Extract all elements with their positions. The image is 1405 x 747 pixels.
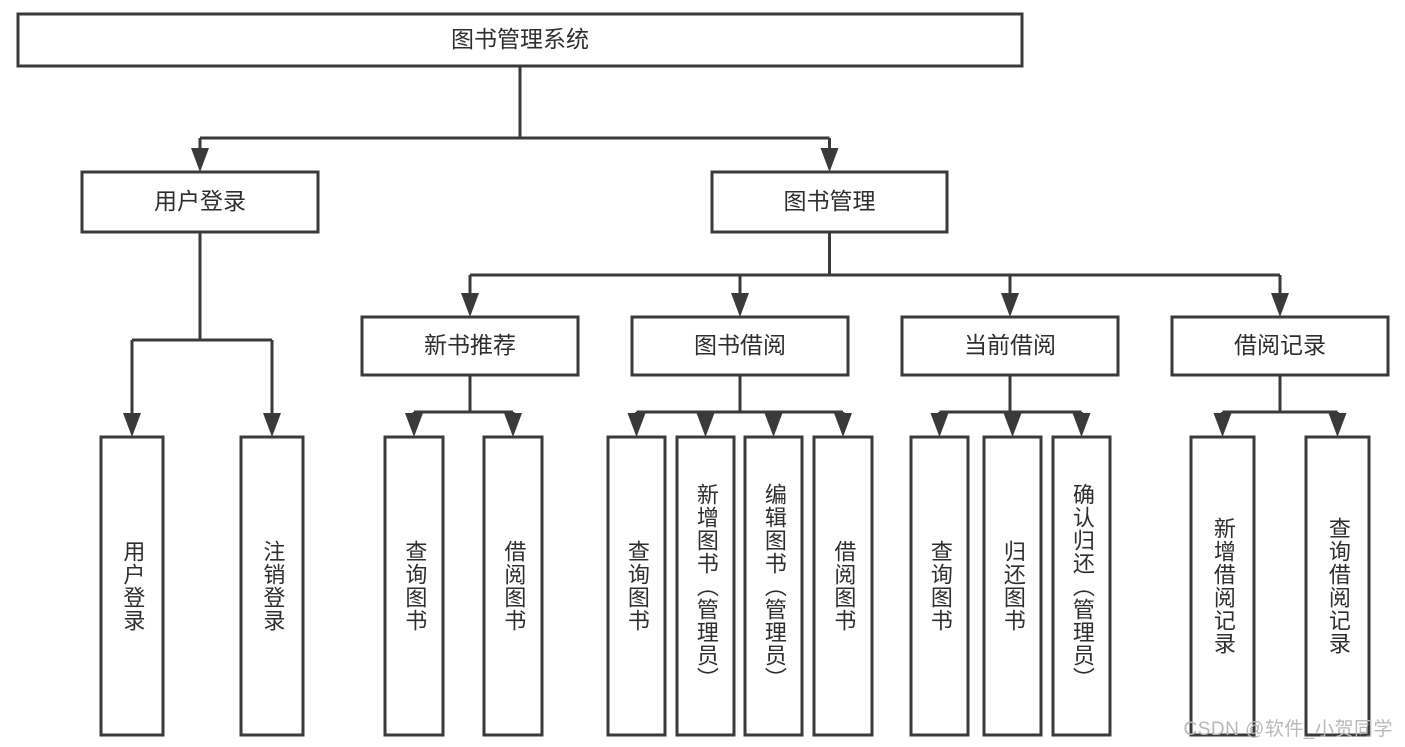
node-box-leaf-0[interactable]	[99, 435, 165, 737]
arrow-head-icon	[1271, 293, 1289, 317]
arrow-head-icon	[191, 148, 209, 172]
arrow-head-icon	[731, 293, 749, 317]
node-box-leaf-10[interactable]	[1051, 435, 1112, 737]
node-box-level2-0[interactable]	[80, 170, 320, 234]
arrow-head-icon	[930, 413, 949, 437]
node-box-leaf-2[interactable]	[383, 435, 445, 737]
arrow-head-icon	[504, 413, 522, 437]
node-box-leaf-4[interactable]	[606, 435, 667, 737]
arrow-head-icon	[627, 413, 646, 437]
arrow-head-icon	[820, 148, 839, 172]
node-label-root: 图书管理系统	[451, 26, 589, 52]
node-box-root[interactable]	[16, 12, 1024, 68]
arrow-head-icon	[405, 413, 423, 437]
arrow-head-icon	[1003, 413, 1022, 437]
node-box-leaf-5[interactable]	[675, 435, 736, 737]
node-box-leaf-6[interactable]	[743, 435, 804, 737]
node-box-level3-3[interactable]	[1170, 315, 1390, 377]
arrow-head-icon	[1213, 413, 1232, 437]
arrow-head-icon	[696, 413, 715, 437]
arrow-head-icon	[1001, 293, 1019, 317]
arrow-head-icon	[764, 413, 783, 437]
node-box-level2-1[interactable]	[710, 170, 949, 234]
node-box-leaf-8[interactable]	[909, 435, 970, 737]
arrow-head-icon	[263, 413, 281, 437]
boxes-layer	[16, 12, 1390, 737]
node-label-level3-0: 新书推荐	[424, 332, 516, 358]
arrow-head-icon	[461, 293, 479, 317]
node-box-level3-2[interactable]	[900, 315, 1120, 377]
watermark-text: CSDN @软件_小贺同学	[1183, 719, 1393, 740]
node-box-leaf-11[interactable]	[1189, 435, 1256, 737]
node-box-leaf-9[interactable]	[982, 435, 1043, 737]
arrow-head-icon	[834, 413, 852, 437]
arrow-head-icon	[1072, 413, 1091, 437]
node-box-leaf-12[interactable]	[1304, 435, 1371, 737]
node-label-level2-0: 用户登录	[154, 188, 246, 214]
node-box-leaf-1[interactable]	[239, 435, 305, 737]
arrow-head-icon	[123, 413, 141, 437]
node-box-leaf-3[interactable]	[482, 435, 544, 737]
connectors-layer	[123, 66, 1347, 437]
node-label-level3-2: 当前借阅	[964, 332, 1056, 358]
node-label-level2-1: 图书管理	[784, 188, 876, 214]
node-box-level3-0[interactable]	[360, 315, 580, 377]
node-label-level3-1: 图书借阅	[694, 332, 786, 358]
node-box-leaf-7[interactable]	[812, 435, 874, 737]
node-label-level3-3: 借阅记录	[1234, 332, 1326, 358]
node-box-level3-1[interactable]	[630, 315, 850, 377]
arrow-head-icon	[1328, 413, 1347, 437]
